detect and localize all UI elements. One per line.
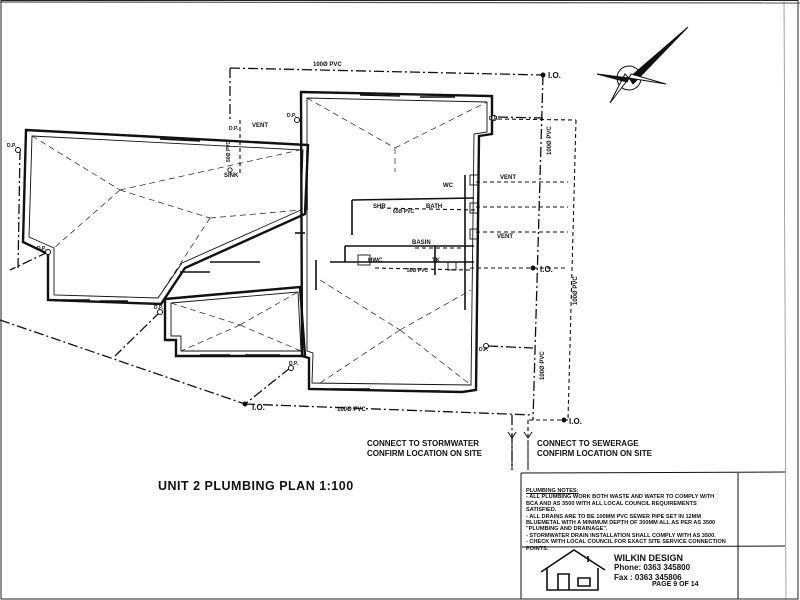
pipe-label-top: 100Ø PVC (313, 62, 342, 68)
io-label-bottom-right: I.O. (569, 417, 582, 426)
downpipe-label-8: D.P. (229, 126, 239, 132)
note-item-2: - ALL DRAINS ARE TO BE 100mm PVC SEWER P… (526, 513, 717, 533)
company-fax: Fax : 0363 345806 (614, 573, 682, 582)
note-item-3: - STORMWATER DRAIN INSTALLATION SHALL CO… (526, 532, 716, 539)
fixture-label-tk: TK (432, 258, 441, 264)
pipe-label-tk: 50Ø PVC (407, 268, 429, 274)
page-edge-top (0, 1, 800, 4)
fixture-label-shr: SHR (373, 204, 386, 210)
pipe-label-right-storm: 100Ø PVC (547, 126, 553, 155)
downpipe-label-7: D.P. (479, 347, 489, 353)
page-number: PAGE 9 OF 14 (652, 581, 699, 588)
connect-storm-line2: CONFIRM LOCATION ON SITE (367, 449, 483, 458)
title-block (520, 471, 786, 599)
notes-heading: PLUMBING NOTES: (526, 488, 579, 494)
downpipe-label-4: D.P. (154, 305, 164, 311)
downpipe-label-5: D.P. (289, 361, 299, 367)
connect-sewer-line1: CONNECT TO SEWERAGE (537, 439, 639, 448)
pipe-label-lower-right: 100Ø PVC (540, 351, 546, 380)
note-item-1: - ALL PLUMBING WORK BOTH WASTE AND WATER… (526, 494, 716, 514)
pipe-label-sink: 50Ø PVC (226, 140, 232, 162)
connection-arrows (507, 431, 533, 470)
north-arrow-icon (596, 26, 689, 104)
fixture-symbols (227, 167, 479, 271)
downpipe-label-3: D.P. (37, 246, 47, 252)
note-item-4: - CHECK WITH LOCAL COUNCIL FOR EXACT SIT… (526, 539, 728, 552)
pipe-label-right-sewer: 100Ø PVC (573, 276, 579, 305)
house-logo-icon (540, 549, 606, 591)
company-phone: Phone: 0363 345800 (614, 563, 691, 572)
fixture-label-vent-basin: VENT (497, 234, 513, 240)
downpipe-label-1: D.P. (287, 113, 297, 119)
wall-openings (62, 94, 455, 392)
page-title: UNIT 2 PLUMBING PLAN 1:100 (158, 479, 354, 493)
company-details: WILKIN DESIGN Phone: 0363 345800 Fax : 0… (614, 553, 690, 583)
roof-lines (31, 97, 488, 386)
io-label-bottom-left: I.O. (252, 403, 265, 412)
io-label-top: I.O. (548, 71, 561, 80)
connect-sewer-line2: CONFIRM LOCATION ON SITE (537, 449, 653, 458)
inspection-point-symbols (242, 72, 567, 423)
company-name: WILKIN DESIGN (614, 553, 683, 563)
stormwater-lines (0, 67, 544, 470)
fixture-label-vent-top: VENT (252, 123, 268, 129)
downpipe-label-6: D.P. (489, 116, 499, 122)
fixture-label-bath: BATH (426, 204, 442, 210)
plumbing-notes: PLUMBING NOTES: - ALL PLUMBING WORK BOTH… (526, 488, 726, 552)
fixture-label-basin: BASIN (412, 240, 431, 246)
io-label-mid: I.O. (540, 265, 553, 274)
fixture-label-sink: SINK (224, 173, 239, 179)
pipe-label-bath: 65Ø PVC (393, 209, 415, 215)
downpipe-label-2: D.P. (7, 143, 17, 149)
fixture-label-wc: WC (443, 183, 454, 189)
connect-storm-line1: CONNECT TO STORMWATER (367, 439, 479, 448)
pipe-label-bottom: 100Ø PVC (337, 407, 366, 413)
fixture-label-hwc: HWC (368, 258, 383, 264)
fixture-label-vent-wc: VENT (500, 175, 516, 181)
page-edge-right (783, 0, 787, 600)
sewer-lines (239, 118, 577, 470)
downpipe-symbols (15, 115, 497, 371)
